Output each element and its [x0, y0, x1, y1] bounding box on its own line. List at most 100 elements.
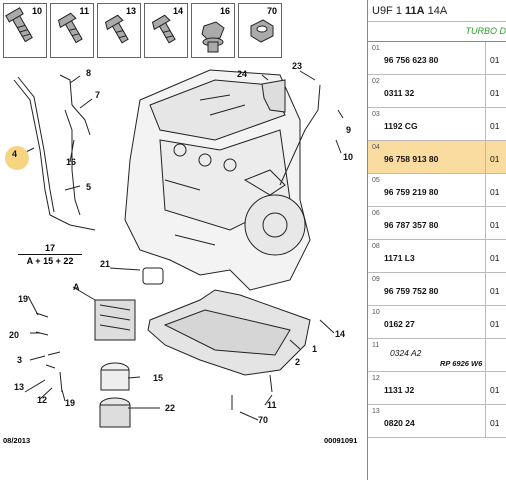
hex-bolt-icon	[151, 14, 176, 44]
row-index: 12	[372, 375, 380, 382]
row-reference: 0162 27	[384, 319, 415, 329]
row-qty: 01	[490, 418, 500, 428]
thumb-number: 16	[219, 6, 230, 16]
row-reference: 0311 32	[384, 88, 415, 98]
row-qty: 01	[490, 154, 500, 164]
callout-14[interactable]: 14	[335, 329, 346, 339]
formula-top: 17	[44, 243, 55, 253]
part-row[interactable]: 06 96 787 357 80 01	[368, 207, 506, 240]
callout-24[interactable]: 24	[237, 69, 248, 79]
callout-16[interactable]: 16	[66, 157, 77, 167]
row-divider	[485, 108, 486, 140]
callout-3[interactable]: 3	[17, 355, 23, 365]
part-row[interactable]: 09 96 759 752 80 01	[368, 273, 506, 306]
callout-22[interactable]: 22	[165, 403, 176, 413]
callout-9[interactable]: 9	[346, 125, 352, 135]
thumb-part-13[interactable]: 13	[97, 3, 141, 58]
callout-13[interactable]: 13	[14, 382, 25, 392]
selected-part-marker	[5, 146, 29, 170]
callout-15[interactable]: 15	[153, 373, 164, 383]
thumb-number: 11	[79, 6, 89, 16]
row-index: 13	[372, 408, 380, 415]
row-index: 02	[372, 78, 380, 85]
row-reference: 96 756 623 80	[384, 55, 439, 65]
row-index: 04	[372, 144, 380, 151]
row-index: 08	[372, 243, 380, 250]
part-row[interactable]: 05 96 759 219 80 01	[368, 174, 506, 207]
callout-1[interactable]: 1	[312, 344, 318, 354]
callout-4[interactable]: 4	[12, 149, 18, 159]
callout-11[interactable]: 11	[267, 400, 277, 410]
header-prefix: U9F 1	[372, 5, 406, 17]
row-divider	[485, 372, 486, 404]
row-reference: 1171 L3	[384, 253, 415, 263]
formula-bottom: A + 15 + 22	[26, 256, 74, 266]
row-reference: 0820 24	[384, 418, 415, 428]
row-reference: 1192 CG	[384, 121, 418, 131]
callout-23[interactable]: 23	[292, 61, 303, 71]
thumb-part-10[interactable]: 10	[3, 3, 47, 58]
row-qty: 01	[490, 88, 500, 98]
part-row-selected[interactable]: 04 96 758 913 80 01	[368, 141, 506, 174]
row-qty: 01	[490, 121, 500, 131]
thumb-part-11[interactable]: 11	[50, 3, 94, 58]
row-qty: 01	[490, 220, 500, 230]
drain-plug-icon	[201, 21, 225, 53]
row-qty: 01	[490, 55, 500, 65]
callout-70[interactable]: 70	[258, 415, 269, 425]
panel-subtitle: TURBO D	[368, 22, 506, 42]
row-reference: 1131 J2	[384, 385, 415, 395]
thumb-number: 14	[172, 6, 183, 16]
thumb-number: 10	[31, 6, 42, 16]
callout-5[interactable]: 5	[86, 182, 92, 192]
thumb-part-70[interactable]: 70	[238, 3, 282, 58]
row-divider	[485, 174, 486, 206]
formula-divider	[18, 254, 82, 255]
callout-21[interactable]: 21	[100, 259, 111, 269]
header-bold: 11A	[405, 5, 425, 17]
parts-diagram: 10 11 13 14	[3, 3, 358, 445]
header-suffix: 14A	[424, 5, 448, 17]
flange-bolt-icon	[5, 7, 33, 43]
callout-A[interactable]: A	[73, 282, 80, 292]
row-reference: 96 759 752 80	[384, 286, 439, 296]
row-index: 09	[372, 276, 380, 283]
footer-code: 00091091	[324, 436, 358, 445]
row-qty: 01	[490, 187, 500, 197]
hex-bolt-icon	[104, 14, 129, 44]
part-row[interactable]: 02 0311 32 01	[368, 75, 506, 108]
row-reference: 96 758 913 80	[384, 154, 439, 164]
callout-10[interactable]: 10	[343, 152, 354, 162]
row-reference: 96 759 219 80	[384, 187, 439, 197]
row-divider	[485, 306, 486, 338]
callout-7[interactable]: 7	[95, 90, 101, 100]
thumb-part-16[interactable]: 16	[191, 3, 235, 58]
row-qty: 01	[490, 286, 500, 296]
formula-17: 17 A + 15 + 22	[18, 243, 82, 266]
row-divider	[485, 42, 486, 74]
row-qty: 01	[490, 319, 500, 329]
row-divider	[485, 339, 486, 371]
callout-20[interactable]: 20	[9, 330, 20, 340]
callout-19[interactable]: 19	[18, 294, 29, 304]
row-index: 06	[372, 210, 380, 217]
thumb-number: 13	[125, 6, 136, 16]
part-row[interactable]: 13 0820 24 01	[368, 405, 506, 438]
callout-19-lower[interactable]: 19	[65, 398, 76, 408]
callout-2[interactable]: 2	[295, 357, 301, 367]
row-index: 05	[372, 177, 380, 184]
row-reference: 96 787 357 80	[384, 220, 439, 230]
thumb-part-14[interactable]: 14	[144, 3, 188, 58]
panel-header: U9F 1 11A 14A	[368, 0, 506, 22]
callout-8[interactable]: 8	[86, 68, 92, 78]
row-divider	[485, 207, 486, 239]
callout-12[interactable]: 12	[37, 395, 48, 405]
hex-bolt-icon	[57, 12, 83, 44]
